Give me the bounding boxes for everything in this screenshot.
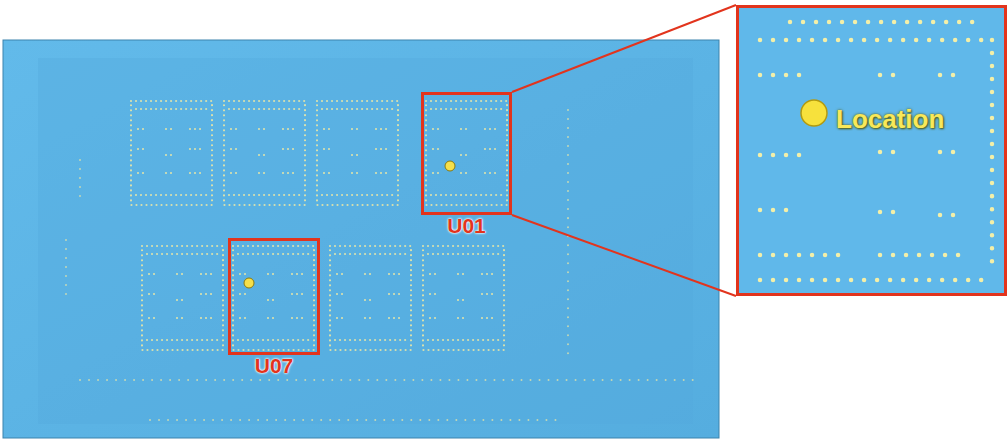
zoom-leader xyxy=(512,5,736,92)
zoom-dots xyxy=(990,40,995,270)
zoom-dots xyxy=(760,73,965,78)
die xyxy=(330,246,411,350)
zoom-dots xyxy=(760,210,965,215)
scatter-dots xyxy=(567,110,569,360)
region-box: U01 xyxy=(421,92,512,215)
zoom-leader xyxy=(512,215,736,296)
location-dot xyxy=(244,278,254,288)
zoom-box: Location xyxy=(736,5,1007,296)
location-label: Location xyxy=(836,104,944,135)
die xyxy=(131,101,212,205)
zoom-dots xyxy=(760,152,965,155)
region-box: U07 xyxy=(228,238,320,355)
zoom-background xyxy=(736,5,1007,296)
wafer-region xyxy=(38,58,693,424)
die xyxy=(426,101,507,205)
scatter-dots xyxy=(80,379,700,381)
zoom-dots xyxy=(760,278,985,283)
die xyxy=(423,246,504,350)
location-dot xyxy=(801,100,827,126)
region-label: U07 xyxy=(255,354,294,378)
die xyxy=(317,101,398,205)
die xyxy=(142,246,223,350)
scatter-dots xyxy=(79,160,81,200)
zoom-dots xyxy=(790,20,985,25)
scatter-dots xyxy=(65,240,67,300)
region-label: U01 xyxy=(447,214,486,238)
scatter-dots xyxy=(150,419,560,421)
die xyxy=(224,101,305,205)
location-dot xyxy=(445,161,455,171)
zoom-dots xyxy=(760,38,985,43)
wafer-board xyxy=(3,40,719,438)
die xyxy=(233,246,314,350)
zoom-dots xyxy=(760,253,960,258)
